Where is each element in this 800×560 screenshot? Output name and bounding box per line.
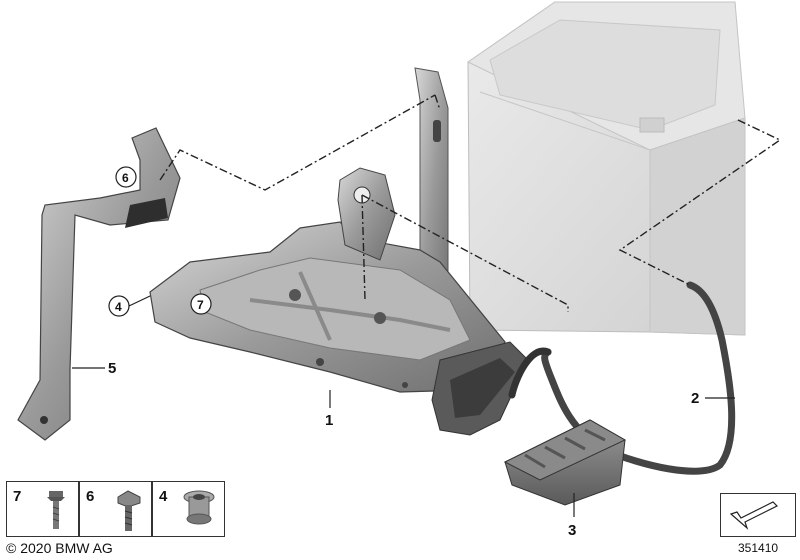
svg-text:6: 6 [122, 171, 129, 185]
navigation-arrow-button[interactable] [720, 493, 796, 537]
arrow-down-left-icon [729, 501, 779, 530]
callout-1: 1 [325, 412, 333, 429]
callout-4-circle: 4 [108, 295, 130, 317]
battery-cable [508, 281, 736, 475]
support-bracket [17, 127, 181, 441]
callout-6-circle: 6 [115, 166, 137, 188]
nut-insert-icon [183, 490, 215, 525]
screw-icon [47, 491, 65, 529]
svg-text:4: 4 [115, 300, 122, 314]
legend-number: 6 [86, 488, 95, 505]
copyright-text: © 2020 BMW AG [6, 540, 113, 556]
rubber-pad [503, 419, 627, 506]
callout-2: 2 [691, 390, 699, 407]
legend-number: 4 [159, 488, 168, 505]
legend-number: 7 [13, 488, 22, 505]
legend-item-4: 4 [152, 481, 225, 537]
callout-7-circle: 7 [190, 293, 212, 315]
hex-bolt-icon [117, 490, 141, 531]
svg-text:7: 7 [197, 298, 204, 312]
diagram-id: 351410 [738, 541, 779, 555]
legend-item-6: 6 [79, 481, 152, 537]
assembly-lines [159, 94, 782, 312]
leader-lines [72, 295, 735, 517]
legend-item-7: 7 [6, 481, 79, 537]
callout-3: 3 [568, 522, 576, 539]
battery [467, 1, 746, 336]
callout-5: 5 [108, 360, 116, 377]
battery-tray [149, 167, 529, 436]
